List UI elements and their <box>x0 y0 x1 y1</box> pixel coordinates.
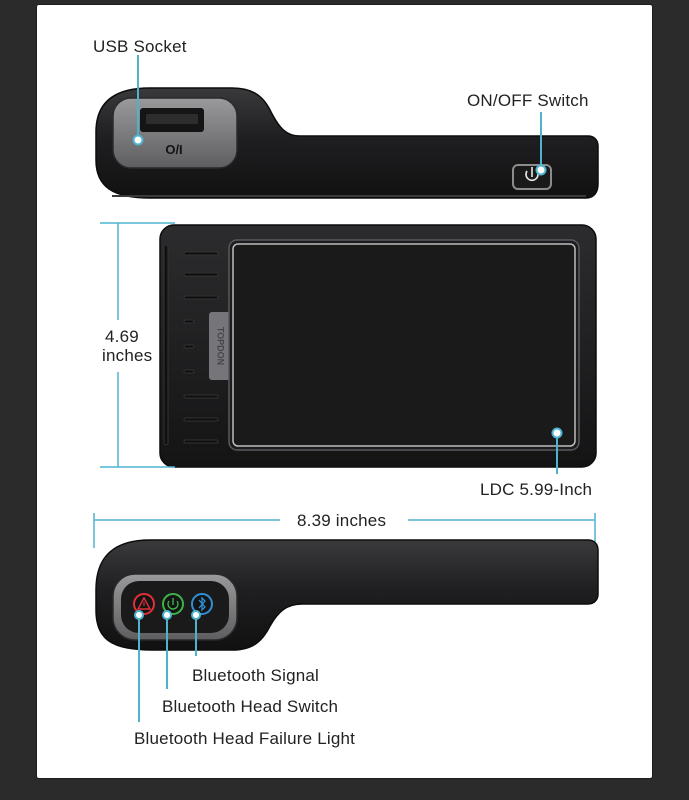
failure-light-led <box>133 593 155 615</box>
head-switch-led[interactable] <box>162 593 184 615</box>
on-off-switch-label: ON/OFF Switch <box>467 91 589 110</box>
bt-head-failure-label: Bluetooth Head Failure Light <box>134 729 356 748</box>
grip-slots <box>163 244 219 446</box>
bt-signal-label: Bluetooth Signal <box>192 666 320 685</box>
top-view <box>95 55 599 199</box>
width-label: 8.39 inches <box>297 511 387 530</box>
on-off-callout-dot <box>535 164 547 176</box>
bottom-view <box>95 539 599 722</box>
warning-triangle-icon <box>136 596 152 610</box>
height-unit-label: inches <box>102 346 153 365</box>
screen-label: LDC 5.99-Inch <box>480 480 593 499</box>
side-brand-badge <box>209 312 231 380</box>
power-icon <box>167 598 179 610</box>
front-view: TOPDON <box>100 222 597 474</box>
bt-signal-led <box>191 593 213 615</box>
usb-socket-callout-dot <box>132 134 144 146</box>
usb-socket-label: USB Socket <box>93 37 187 56</box>
height-value-label: 4.69 <box>105 327 139 346</box>
side-brand-text: TOPDON <box>216 327 226 365</box>
bt-head-switch-label: Bluetooth Head Switch <box>162 697 339 716</box>
bluetooth-icon <box>198 596 206 612</box>
display-screen <box>232 243 576 447</box>
width-dimension <box>93 513 596 548</box>
switch-marking: O/I <box>165 142 182 157</box>
screen-callout-dot <box>551 427 563 439</box>
